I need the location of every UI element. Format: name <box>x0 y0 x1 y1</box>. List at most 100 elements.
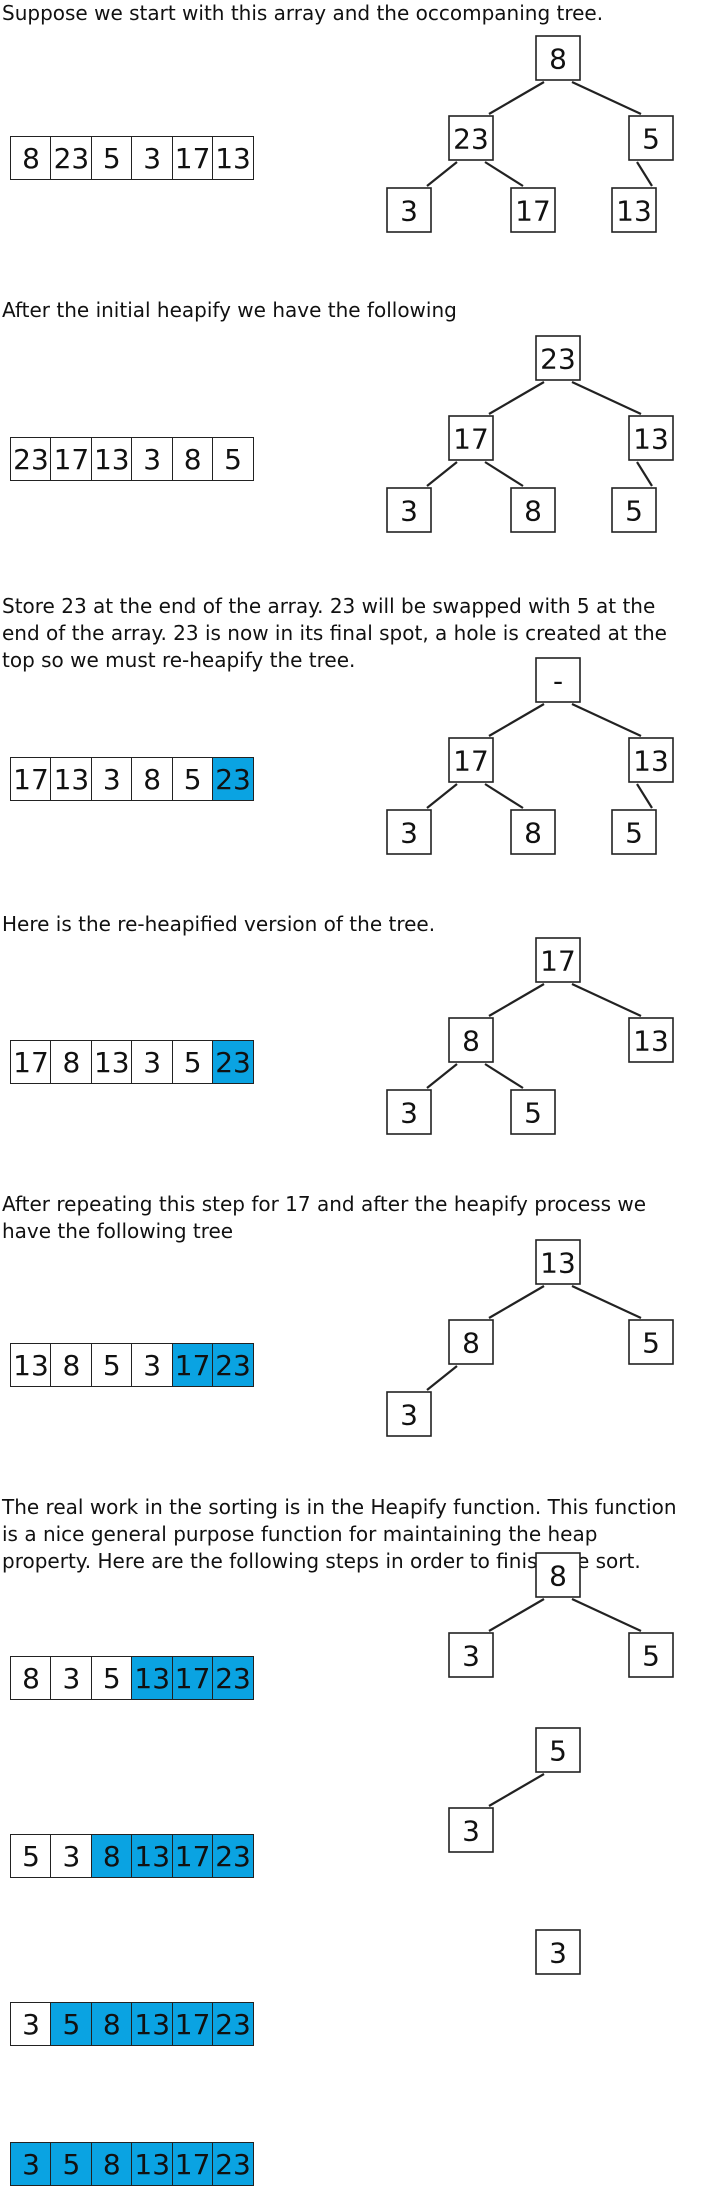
tree-node-label: 3 <box>400 817 418 850</box>
array-cell: 23 <box>212 1656 255 1700</box>
tree-node-label: 17 <box>540 945 576 978</box>
tree-6: 83 5 <box>448 1552 674 1678</box>
array-cell: 3 <box>50 1656 93 1700</box>
array-cell: 17 <box>171 1656 214 1700</box>
tree-edge <box>426 1063 458 1089</box>
tree-node: 3 <box>448 1632 494 1678</box>
tree-node-label: 3 <box>462 1815 480 1848</box>
array-cell: 5 <box>90 136 133 180</box>
array-cell: 3 <box>90 757 133 801</box>
array-cell: 23 <box>212 1040 255 1084</box>
tree-node: 13 <box>628 415 674 461</box>
tree-node-label: 3 <box>400 1399 418 1432</box>
tree-node: 5 <box>535 1727 581 1773</box>
tree-edge <box>571 1598 642 1632</box>
array-cell: 17 <box>10 1040 52 1084</box>
tree-node: 8 <box>448 1017 494 1063</box>
tree-node: 5 <box>510 1089 556 1135</box>
tree-edge <box>426 783 458 809</box>
array-cell: 8 <box>90 2002 133 2046</box>
tree-node: 3 <box>448 1807 494 1853</box>
tree-node-label: 8 <box>549 43 567 76</box>
array-cell: 3 <box>10 2142 52 2186</box>
tree-node: 8 <box>535 1552 581 1598</box>
tree-node: 8 <box>535 35 581 81</box>
tree-node: 13 <box>611 187 657 233</box>
tree-edge <box>488 703 545 737</box>
tree-node: 3 <box>386 1089 432 1135</box>
array-cell: 3 <box>131 1343 174 1387</box>
tree-node: 13 <box>628 1017 674 1063</box>
tree-node-label: 5 <box>549 1735 567 1768</box>
array-cell: 8 <box>50 1343 93 1387</box>
array-cell: 5 <box>10 1834 52 1878</box>
tree-node-label: 17 <box>453 423 489 456</box>
tree-node-label: 5 <box>625 495 643 528</box>
array-cell: 8 <box>50 1040 93 1084</box>
tree-node: 23 <box>535 335 581 381</box>
tree-node-label: 13 <box>540 1247 576 1280</box>
array-cell: 23 <box>50 136 93 180</box>
tree-edge <box>636 161 653 187</box>
tree-8: 3 <box>535 1929 581 1975</box>
tree-node: 8 <box>448 1319 494 1365</box>
tree-edge <box>426 461 458 487</box>
array-cell: 13 <box>10 1343 52 1387</box>
array-cell: 3 <box>131 1040 174 1084</box>
tree-node: 5 <box>628 1632 674 1678</box>
array-cell: 23 <box>212 757 255 801</box>
tree-node: 13 <box>628 737 674 783</box>
array-cell: 23 <box>10 437 52 481</box>
array-cell: 17 <box>171 2002 214 2046</box>
array-cell: 5 <box>50 2002 93 2046</box>
tree-node: 3 <box>535 1929 581 1975</box>
array-cell: 8 <box>90 1834 133 1878</box>
tree-edge <box>488 983 545 1017</box>
tree-node: 3 <box>386 487 432 533</box>
tree-node: 8 <box>510 809 556 855</box>
tree-node: 5 <box>628 1319 674 1365</box>
tree-node: 13 <box>535 1239 581 1285</box>
tree-node-label: 17 <box>453 745 489 778</box>
tree-node-label: 13 <box>616 195 652 228</box>
caption-4: Here is the re-heapified version of the … <box>2 912 436 936</box>
array-cell: 13 <box>131 1834 174 1878</box>
tree-node: 5 <box>611 487 657 533</box>
array-cell: 13 <box>50 757 93 801</box>
caption-5: After repeating this step for 17 and aft… <box>2 1192 647 1243</box>
tree-node-label: 13 <box>633 745 669 778</box>
array-cell: 3 <box>131 437 174 481</box>
array-cell: 23 <box>212 2142 255 2186</box>
tree-edge <box>488 381 545 415</box>
tree-node: 17 <box>535 937 581 983</box>
tree-node: 17 <box>448 737 494 783</box>
tree-node: 17 <box>448 415 494 461</box>
tree-edge <box>571 381 642 415</box>
caption-3: Store 23 at the end of the array. 23 wil… <box>2 594 667 672</box>
array-cell: 23 <box>212 1834 255 1878</box>
tree-node-label: 8 <box>524 817 542 850</box>
tree-edge <box>571 983 642 1017</box>
tree-edge <box>488 1773 545 1807</box>
tree-edge <box>426 161 458 187</box>
tree-7: 53 <box>448 1727 581 1853</box>
array-cell: 17 <box>171 136 214 180</box>
tree-node-label: 13 <box>633 1025 669 1058</box>
tree-node-label: 23 <box>540 343 576 376</box>
array-cell: 5 <box>90 1656 133 1700</box>
array-cell: 17 <box>171 1343 214 1387</box>
tree-node: 5 <box>628 115 674 161</box>
tree-node-label: 8 <box>462 1327 480 1360</box>
caption-1: Suppose we start with this array and the… <box>2 1 604 25</box>
array-cell: 23 <box>212 2002 255 2046</box>
array-cell: 17 <box>50 437 93 481</box>
tree-edge <box>484 161 524 187</box>
tree-edge <box>571 703 642 737</box>
array-cell: 5 <box>171 1040 214 1084</box>
